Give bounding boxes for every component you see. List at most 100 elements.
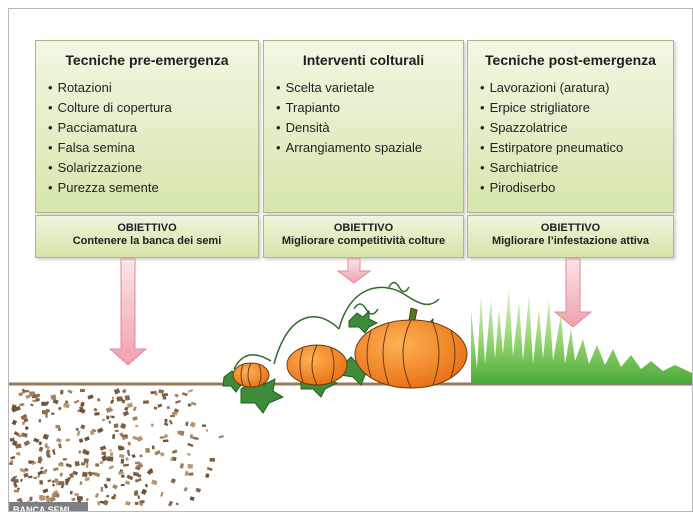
seed: [218, 435, 224, 439]
seed: [58, 443, 62, 448]
seed: [125, 395, 131, 401]
seed: [117, 396, 123, 401]
seed: [180, 463, 184, 468]
seed: [170, 457, 173, 461]
seed: [190, 422, 196, 428]
seed: [24, 390, 30, 392]
seed: [80, 402, 85, 407]
seed: [141, 489, 147, 495]
seed: [171, 478, 176, 484]
seed: [74, 400, 80, 404]
seed: [165, 419, 168, 423]
seed: [58, 407, 62, 411]
seed: [167, 406, 170, 409]
seed: [97, 398, 100, 401]
illustration-scene: [9, 9, 692, 511]
seed: [80, 424, 85, 429]
seed: [33, 438, 39, 443]
seed: [122, 400, 125, 404]
seed: [160, 492, 163, 497]
seed: [86, 463, 89, 468]
seed: [185, 422, 188, 426]
seed: [39, 447, 44, 452]
seed: [83, 458, 89, 464]
seed: [67, 389, 72, 393]
seed: [193, 437, 199, 441]
seed: [18, 452, 21, 456]
seed: [158, 389, 164, 394]
seed: [187, 443, 193, 447]
seed: [58, 428, 61, 432]
seed: [18, 392, 23, 396]
seed: [110, 452, 113, 456]
seed: [164, 422, 169, 426]
seed: [188, 472, 193, 475]
seed: [115, 430, 119, 432]
seed: [157, 404, 162, 408]
seed: [137, 474, 141, 478]
seed: [46, 435, 49, 438]
seed: [102, 419, 105, 422]
diagram-frame: Tecniche pre-emergenza Rotazioni Colture…: [8, 8, 693, 512]
seed: [94, 472, 100, 477]
seed: [104, 484, 108, 489]
seed: [106, 478, 111, 482]
seed: [90, 472, 95, 474]
seed: [77, 431, 81, 436]
seed: [207, 467, 213, 471]
seed: [163, 439, 169, 442]
seed: [110, 399, 114, 404]
seed: [188, 389, 193, 393]
seed: [87, 394, 93, 399]
seed: [106, 407, 113, 413]
seed: [205, 473, 209, 478]
seed: [100, 445, 107, 450]
seed: [123, 411, 130, 417]
seed: [53, 467, 59, 471]
seed: [123, 464, 129, 467]
seed: [154, 407, 158, 410]
seed: [182, 392, 188, 396]
seed: [164, 434, 168, 438]
seed: [80, 389, 85, 392]
seed: [75, 461, 80, 466]
seed: [195, 488, 201, 493]
seed: [110, 449, 112, 451]
seed: [19, 403, 24, 406]
seed: [119, 454, 125, 459]
seed: [145, 484, 148, 488]
seed: [132, 416, 137, 421]
seed: [78, 450, 81, 453]
seed: [143, 400, 149, 404]
arrow-down-icon: [555, 259, 591, 327]
seed: [39, 419, 42, 423]
seed: [39, 441, 42, 445]
seed: [191, 402, 197, 406]
seed: [30, 403, 34, 406]
seed: [95, 463, 99, 466]
seed: [103, 452, 106, 456]
seed: [97, 427, 103, 433]
seed: [145, 448, 150, 453]
seed: [40, 467, 44, 470]
seed: [60, 390, 63, 395]
seed: [24, 440, 31, 446]
seed: [170, 415, 175, 417]
seed: [154, 450, 161, 455]
seed: [125, 457, 129, 461]
seed: [133, 406, 137, 411]
seed: [178, 431, 184, 435]
seed: [22, 422, 25, 426]
seed: [112, 484, 118, 489]
seed: [174, 393, 179, 397]
seed: [56, 438, 62, 443]
seed: [66, 439, 71, 442]
seed: [85, 477, 90, 481]
weed-grass-illustration: [471, 287, 692, 384]
seed: [127, 403, 133, 408]
seed: [190, 496, 195, 501]
seed: [79, 438, 84, 443]
seed: [185, 471, 189, 476]
seed: [132, 436, 139, 441]
seed: [63, 403, 70, 408]
